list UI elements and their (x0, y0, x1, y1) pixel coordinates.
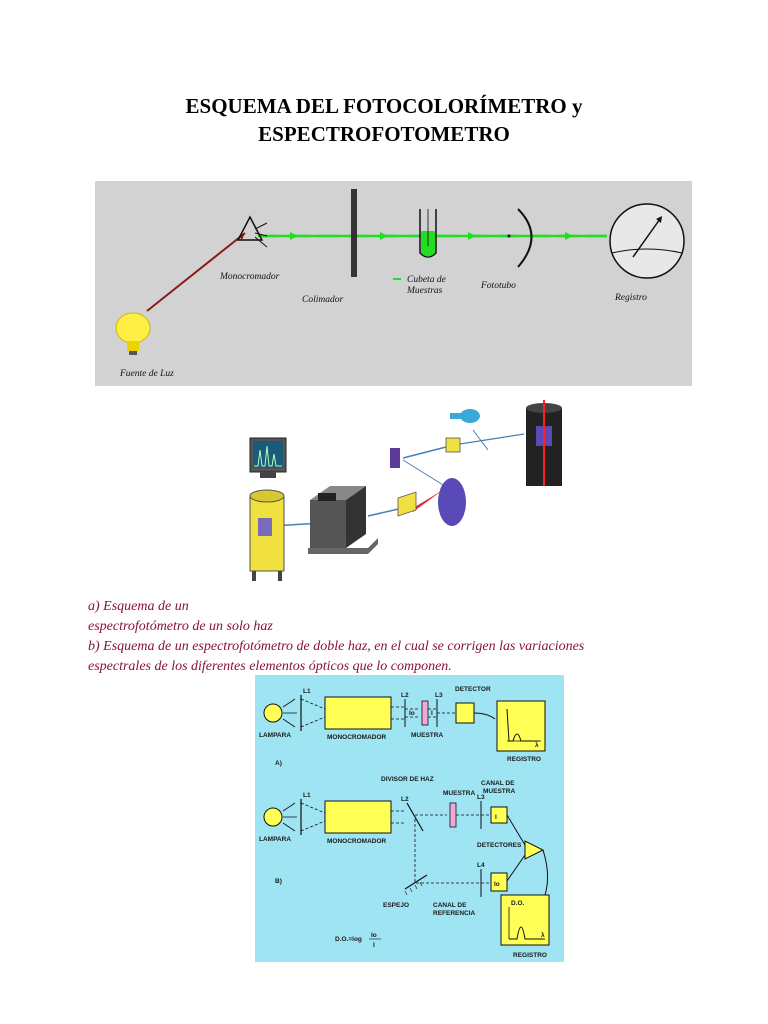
beam-source (459, 433, 525, 445)
label-espejo: ESPEJO (383, 902, 409, 909)
caption-line-3: b) Esquema de un espectrofotómetro de do… (88, 639, 585, 654)
label-registro-a: REGISTRO (507, 756, 541, 763)
caption-line-4: espectrales de los diferentes elementos … (88, 659, 452, 674)
label-registro-b: REGISTRO (513, 952, 547, 959)
label-i-b: I (495, 814, 497, 821)
register-meter-icon (609, 203, 685, 279)
monochromator-box-icon (308, 486, 378, 554)
label-l3-b: L3 (477, 794, 485, 801)
label-formula: D.O.=log (335, 936, 362, 943)
monochromator-b-box (324, 800, 392, 834)
amplifier-triangle (524, 840, 545, 860)
label-lambda-b: λ (541, 931, 545, 939)
lamp-icon (450, 409, 480, 423)
sample-b-cell (449, 802, 457, 828)
lamp-a-icon (263, 703, 283, 723)
label-canal-muestra-2: MUESTRA (483, 788, 515, 795)
label-l3-a: L3 (435, 692, 443, 699)
label-l2-b: L2 (401, 796, 409, 803)
label-cuvette-2: Muestras (407, 286, 443, 296)
label-cuvette-1: Cubeta de (407, 275, 446, 285)
label-lampara-b: LAMPARA (259, 836, 291, 843)
monochromator-a-box (324, 696, 392, 730)
label-muestra-b: MUESTRA (443, 790, 475, 797)
label-detectores: DETECTORES (477, 842, 522, 849)
caption-line-2: espectrofotómetro de un solo haz (88, 619, 273, 634)
label-do: D.O. (511, 900, 525, 907)
beam-top (402, 445, 451, 459)
green-arrow-2 (380, 232, 388, 240)
label-canal-ref-1: CANAL DE (433, 902, 467, 909)
register-a-box (496, 700, 546, 752)
detector-b-sample (490, 806, 508, 824)
photocolorimeter-svg (115, 189, 685, 355)
monitor-icon (249, 437, 287, 478)
label-l4-b: L4 (477, 862, 485, 869)
spectrophotometer-3d-diagram (238, 398, 568, 586)
green-arrow-4 (565, 232, 573, 240)
page-title-line2: ESPECTROFOTOMETRO (258, 122, 510, 146)
mirror-1 (397, 491, 417, 517)
phototube-icon (517, 208, 533, 268)
beam-schematic-diagram: LAMPARA MONOCROMADOR MUESTRA DETECTOR RE… (255, 675, 564, 962)
green-arrow-1 (290, 232, 298, 240)
label-monochromator: Monocromador (220, 272, 280, 282)
label-l1-a: L1 (303, 688, 311, 695)
label-lambda-a: λ (535, 741, 539, 749)
label-panel-a: A) (275, 760, 282, 767)
red-beam (146, 232, 246, 312)
label-collimator: Colimador (302, 295, 344, 305)
label-muestra-a: MUESTRA (411, 732, 443, 739)
detector-a-box (455, 702, 475, 724)
red-beam-arrow (239, 233, 245, 240)
spectrophotometer-3d-svg (249, 400, 562, 581)
filter-square (445, 437, 461, 453)
lamp-b-icon (263, 807, 283, 827)
prism-icon (236, 215, 268, 248)
label-monocromador-a: MONOCROMADOR (327, 734, 387, 741)
beam-schematic-svg: LAMPARA MONOCROMADOR MUESTRA DETECTOR RE… (259, 686, 550, 959)
light-bulb-icon (115, 312, 151, 355)
source-cylinder-icon (526, 400, 562, 486)
cuvette-icon (419, 209, 437, 258)
label-divisor: DIVISOR DE HAZ (381, 776, 434, 783)
caption-line-1: a) Esquema de un (88, 599, 189, 614)
beam-splitter (406, 802, 424, 832)
label-panel-b: B) (275, 878, 282, 885)
label-lampara-a: LAMPARA (259, 732, 291, 739)
double-beam-schematic: LAMPARA MONOCROMADOR DIVISOR DE HAZ MUES… (259, 776, 550, 959)
grating-disc (438, 478, 466, 526)
detector-b-reference (490, 872, 508, 892)
label-i-a: I (431, 710, 433, 717)
detector-cylinder-icon (249, 489, 285, 581)
label-formula-num: Io (371, 932, 377, 939)
label-register: Registro (615, 293, 647, 303)
label-light-source: Fuente de Luz (120, 369, 174, 379)
single-beam-schematic: LAMPARA MONOCROMADOR MUESTRA DETECTOR RE… (259, 686, 546, 767)
figure-caption: a) Esquema de un espectrofotómetro de un… (88, 597, 688, 677)
collimator-plate (351, 189, 357, 277)
label-io-b: Io (494, 881, 500, 888)
photocolorimeter-diagram: Monocromador Colimador Cubeta de Muestra… (95, 181, 692, 386)
page-title-line1: ESQUEMA DEL FOTOCOLORÍMETRO y (185, 94, 583, 118)
mirror-purple (390, 448, 400, 468)
label-canal-muestra-1: CANAL DE (481, 780, 515, 787)
sample-a-cell (421, 700, 429, 726)
phototube-dot (507, 234, 511, 238)
label-monocromador-b: MONOCROMADOR (327, 838, 387, 845)
label-l2-a: L2 (401, 692, 409, 699)
label-formula-den: I (373, 942, 375, 949)
beam-lamp (472, 429, 489, 451)
red-beam-fan (413, 490, 443, 512)
label-phototube: Fototubo (481, 281, 516, 291)
label-canal-ref-2: REFERENCIA (433, 910, 476, 917)
mirror-line (404, 874, 428, 890)
beam-diag (402, 459, 449, 489)
label-detector-a: DETECTOR (455, 686, 491, 693)
beam-exit (367, 507, 404, 517)
label-io-a: Io (409, 710, 415, 717)
label-l1-b: L1 (303, 792, 311, 799)
green-arrow-3 (468, 232, 476, 240)
